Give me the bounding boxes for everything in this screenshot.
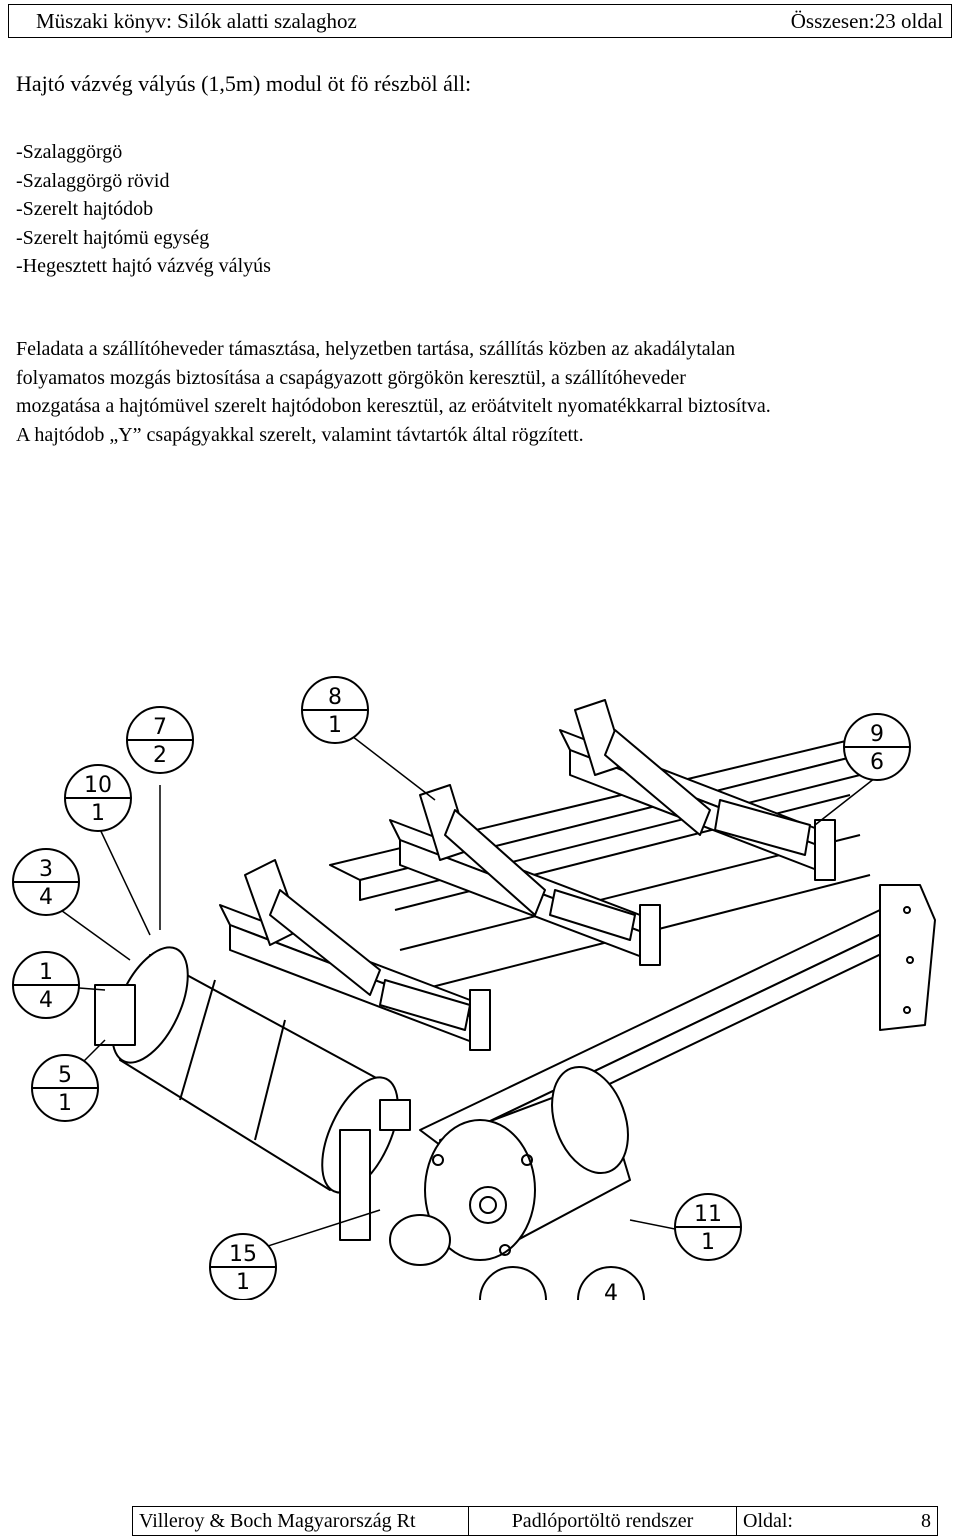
section-title: Hajtó vázvég vályús (1,5m) modul öt fö r…: [16, 71, 472, 96]
callout-bottom: 1: [328, 713, 342, 738]
footer-page-label: Oldal:: [743, 1510, 793, 1532]
callout-bottom: 4: [39, 988, 53, 1013]
description-paragraph: Feladata a szállítóheveder támasztása, h…: [16, 335, 956, 449]
callout-top: 8: [328, 685, 342, 710]
callout-bubble: 9 6: [843, 713, 911, 781]
drive-drum-illustration: [94, 946, 411, 1241]
callout-top: 4: [604, 1281, 618, 1300]
footer-company: Villeroy & Boch Magyarország Rt: [133, 1507, 469, 1535]
header-document-title: Müszaki könyv: Silók alatti szalaghoz: [36, 9, 357, 33]
callout-bubble: 1 4: [12, 951, 80, 1019]
callout-top: 7: [153, 715, 167, 740]
callout-bottom: 1: [701, 1230, 715, 1255]
callout-bubble: 7 2: [126, 706, 194, 774]
parts-list-item: -Szerelt hajtómü egység: [16, 226, 210, 249]
callout-bubble-partial: 4: [479, 1266, 645, 1300]
callout-top: 5: [58, 1063, 72, 1088]
callout-bottom: 1: [58, 1091, 72, 1116]
paragraph-line: mozgatása a hajtómüvel szerelt hajtódobo…: [16, 395, 771, 417]
parts-list: -Szalaggörgö -Szalaggörgö rövid -Szerelt…: [16, 138, 271, 281]
footer-page: Oldal: 8: [737, 1507, 937, 1535]
idler-rollers-illustration: [244, 699, 836, 1051]
page-header: Müszaki könyv: Silók alatti szalaghoz Ös…: [8, 4, 952, 38]
callout-bottom: 1: [236, 1270, 250, 1295]
technical-drawing-svg: 8 1 7 2 10 1 9 6 3 4: [12, 676, 936, 1300]
callout-bubble: 3 4: [12, 848, 80, 916]
header-page-count: Összesen:23 oldal: [790, 9, 943, 33]
gear-motor-illustration: [389, 1065, 631, 1266]
parts-list-item: -Szalaggörgö: [16, 141, 123, 163]
paragraph-line: Feladata a szállítóheveder támasztása, h…: [16, 338, 736, 360]
parts-list-item: -Szerelt hajtódob: [16, 198, 154, 220]
paragraph-line: folyamatos mozgás biztosítása a csapágya…: [16, 366, 686, 389]
conveyor-drive-drawing: 8 1 7 2 10 1 9 6 3 4: [0, 660, 960, 1300]
footer-page-number: 8: [921, 1510, 931, 1532]
callout-bubble: 8 1: [301, 676, 369, 744]
callout-bubble: 15 1: [209, 1233, 277, 1300]
callout-bottom: 4: [39, 885, 53, 910]
page-footer: Villeroy & Boch Magyarország Rt Padlópor…: [132, 1506, 938, 1536]
callout-top: 9: [870, 722, 884, 747]
callout-top: 10: [84, 773, 112, 798]
callout-top: 15: [229, 1242, 257, 1267]
callout-bubble: 11 1: [674, 1193, 742, 1261]
callout-bubble: 5 1: [31, 1054, 99, 1122]
callout-bubble: 10 1: [64, 764, 132, 832]
callout-bottom: 2: [153, 743, 167, 768]
callout-top: 1: [39, 960, 53, 985]
parts-list-item: -Szalaggörgö rövid: [16, 169, 170, 192]
callout-bottom: 6: [870, 750, 884, 775]
callout-top: 3: [39, 857, 53, 882]
paragraph-line: A hajtódob „Y” csapágyakkal szerelt, val…: [16, 423, 584, 446]
callout-top: 11: [694, 1202, 722, 1227]
parts-list-item: -Hegesztett hajtó vázvég vályús: [16, 255, 271, 277]
footer-system: Padlóportöltö rendszer: [469, 1507, 737, 1535]
callout-bottom: 1: [91, 801, 105, 826]
